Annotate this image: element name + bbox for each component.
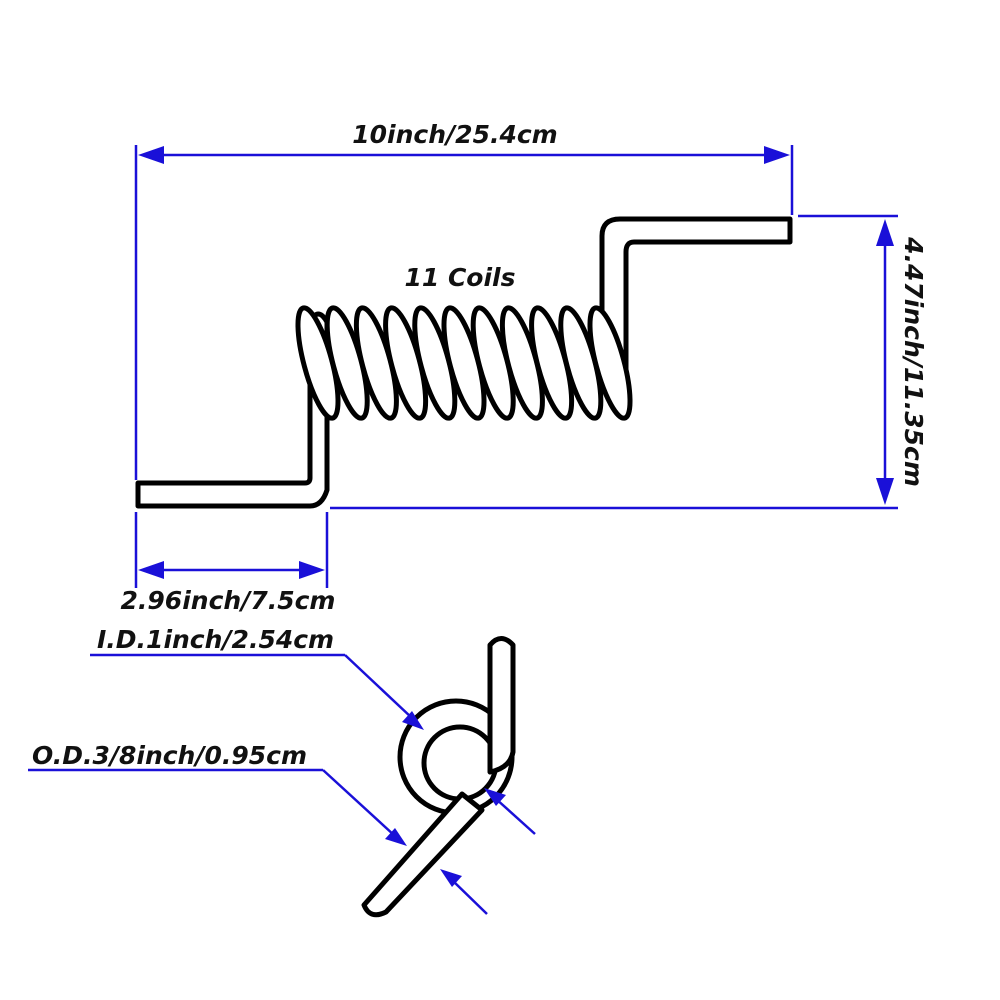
outer-diameter-callout: O.D.3/8inch/0.95cm bbox=[28, 741, 488, 915]
length-arrow-right bbox=[764, 146, 790, 164]
leg-length-dimension: 2.96inch/7.5cm bbox=[121, 512, 336, 615]
spring-side-view bbox=[135, 216, 793, 509]
height-label: 4.47inch/11.35cm bbox=[899, 236, 928, 487]
inner-diameter-label: I.D.1inch/2.54cm bbox=[97, 625, 334, 654]
od-arrow-lower bbox=[440, 869, 462, 887]
coil-loop bbox=[587, 305, 633, 421]
end-view-inner-circle bbox=[421, 724, 499, 802]
od-leader bbox=[322, 769, 396, 837]
id-leader bbox=[344, 654, 413, 719]
leg-arrow-right bbox=[299, 561, 325, 579]
leg-arrow-left bbox=[138, 561, 164, 579]
outer-diameter-label: O.D.3/8inch/0.95cm bbox=[32, 741, 307, 770]
inner-diameter-callout: I.D.1inch/2.54cm bbox=[90, 625, 536, 835]
height-dimension: 4.47inch/11.35cm bbox=[330, 214, 928, 510]
end-view-diagonal-leg bbox=[361, 791, 485, 918]
leg-length-label: 2.96inch/7.5cm bbox=[121, 586, 336, 615]
od-arrow-upper bbox=[385, 828, 407, 846]
coils-label: 11 Coils bbox=[404, 263, 515, 292]
spring-left-leg bbox=[135, 311, 330, 509]
id-arrow-lower bbox=[484, 788, 506, 806]
height-arrow-bottom bbox=[876, 478, 894, 505]
end-view-vertical-leg bbox=[487, 636, 516, 775]
length-dimension: 10inch/25.4cm bbox=[134, 120, 794, 480]
id-leader-lower bbox=[494, 797, 536, 835]
length-label: 10inch/25.4cm bbox=[352, 120, 557, 149]
spring-end-view bbox=[361, 636, 516, 918]
spring-coils bbox=[295, 305, 633, 421]
spring-right-leg bbox=[599, 216, 793, 396]
length-arrow-left bbox=[138, 146, 164, 164]
od-leader-lower bbox=[451, 879, 488, 915]
id-arrow-upper bbox=[402, 711, 424, 730]
height-arrow-top bbox=[876, 219, 894, 246]
